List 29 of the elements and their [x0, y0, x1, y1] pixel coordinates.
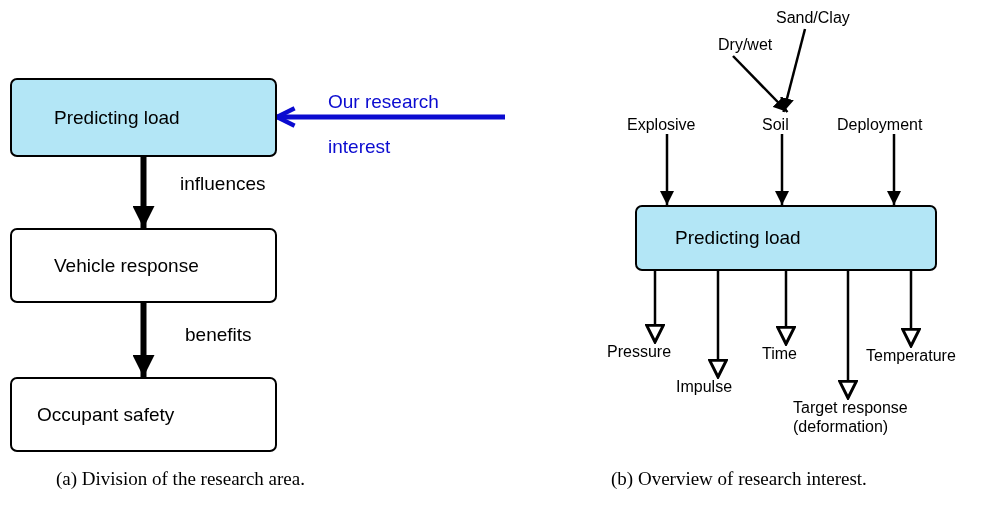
process-box: Predicting load	[10, 78, 277, 157]
node-text: Sand/Clay	[776, 8, 850, 27]
arrow	[776, 271, 796, 346]
arrow	[645, 271, 665, 344]
node-text: Deployment	[837, 115, 923, 134]
arrow	[838, 271, 858, 400]
arrow	[775, 134, 789, 205]
arrow	[887, 134, 901, 205]
arrow	[708, 271, 728, 379]
process-box: Occupant safety	[10, 377, 277, 452]
arrow	[732, 55, 789, 113]
process-box: Predicting load	[635, 205, 937, 271]
edge-label: Our research interest	[328, 90, 440, 159]
process-box: Vehicle response	[10, 228, 277, 303]
node-text: Pressure	[607, 342, 672, 361]
node-text: Impulse	[676, 377, 733, 396]
panel-caption: (b) Overview of research interest.	[611, 468, 867, 490]
node-text: Soil	[762, 115, 789, 134]
arrow	[780, 28, 807, 113]
node-text: Dry/wet	[718, 35, 773, 54]
arrow	[132, 303, 155, 377]
arrow	[132, 157, 155, 228]
node-text: Temperature	[866, 346, 956, 365]
arrow	[660, 134, 674, 205]
arrow	[901, 271, 921, 348]
panel-caption: (a) Division of the research area.	[56, 468, 305, 490]
node-text: Target response (deformation)	[793, 398, 973, 436]
node-text: Explosive	[627, 115, 696, 134]
node-text: Time	[762, 344, 797, 363]
